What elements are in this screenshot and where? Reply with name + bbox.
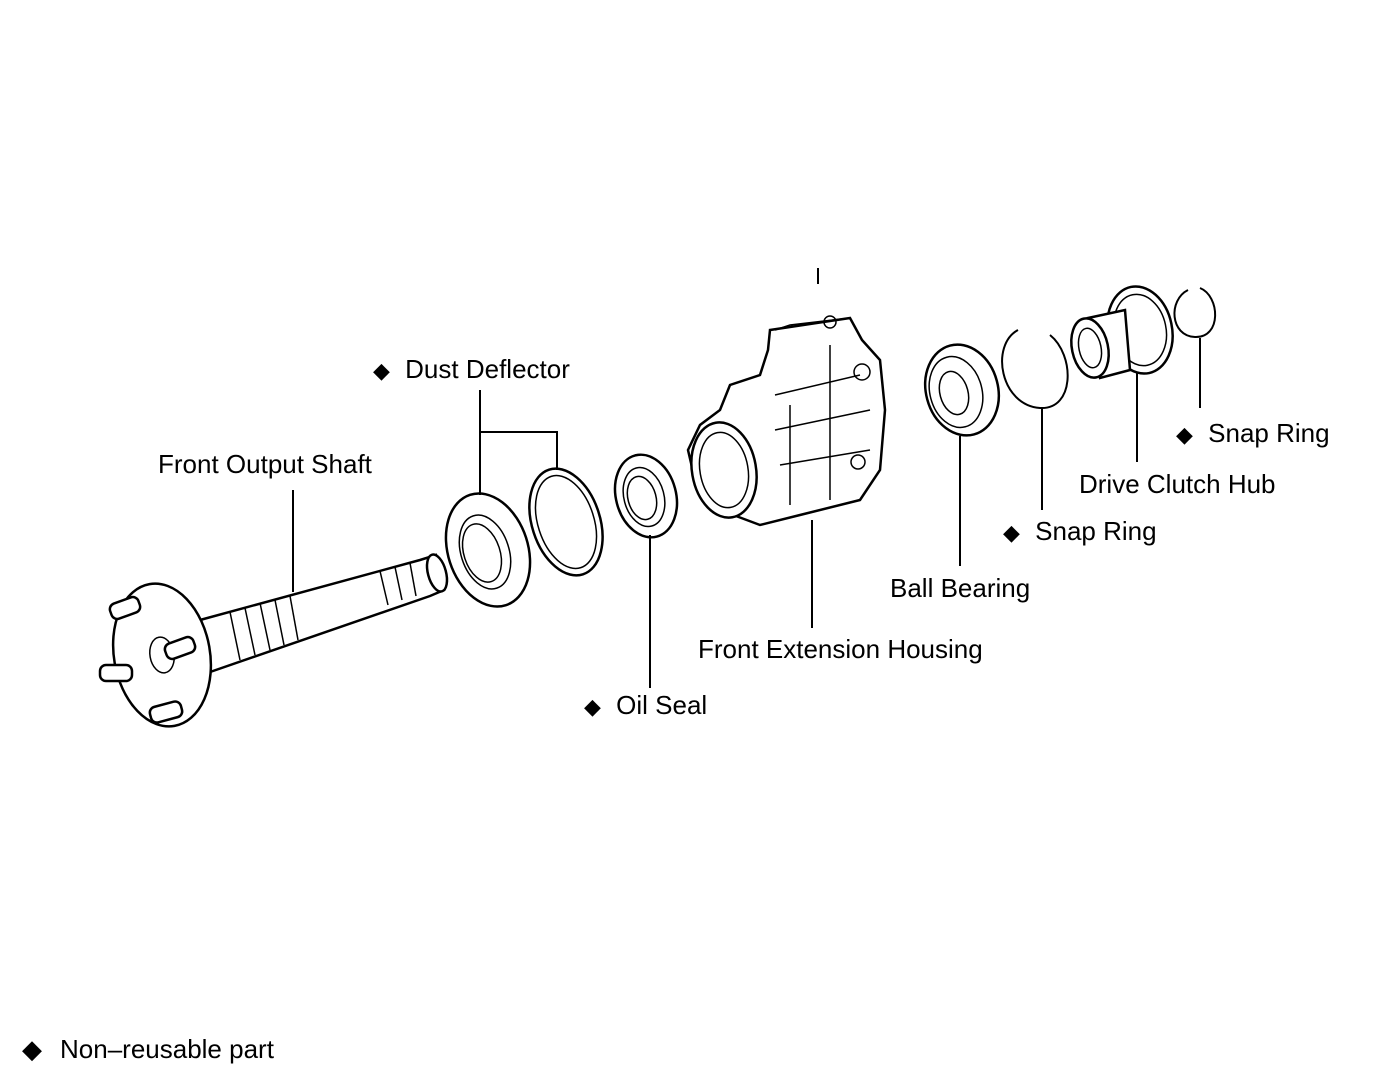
label-front-output-shaft: Front Output Shaft [158, 449, 373, 479]
non-reusable-marker: ◆ [1003, 520, 1020, 545]
snap-ring-1-drawing [1001, 329, 1069, 410]
label-ball-bearing: Ball Bearing [890, 573, 1030, 603]
dust-deflector-ring-drawing [528, 467, 604, 577]
label-snap-ring-1: ◆ Snap Ring [1003, 516, 1157, 546]
leader-lines [292, 268, 1201, 688]
label-front-extension-housing: Front Extension Housing [698, 634, 983, 664]
non-reusable-marker: ◆ [584, 694, 601, 719]
front-extension-housing-drawing [686, 315, 887, 527]
non-reusable-marker: ◆ [1176, 422, 1193, 447]
snap-ring-2-drawing [1173, 287, 1217, 339]
front-output-shaft-drawing [98, 553, 449, 728]
dust-deflector-drawing [444, 492, 532, 608]
drive-clutch-hub-drawing [1070, 285, 1174, 380]
legend-text: Non–reusable part [60, 1034, 274, 1064]
legend: ◆ Non–reusable part [22, 1034, 274, 1065]
legend-marker: ◆ [22, 1034, 42, 1064]
label-dust-deflector: ◆ Dust Deflector [373, 354, 570, 384]
label-drive-clutch-hub: Drive Clutch Hub [1079, 469, 1276, 499]
non-reusable-marker: ◆ [373, 358, 390, 383]
label-snap-ring-2: ◆ Snap Ring [1176, 418, 1330, 448]
oil-seal-drawing [613, 453, 679, 539]
ball-bearing-drawing [923, 343, 1001, 437]
label-oil-seal: ◆ Oil Seal [584, 690, 707, 720]
